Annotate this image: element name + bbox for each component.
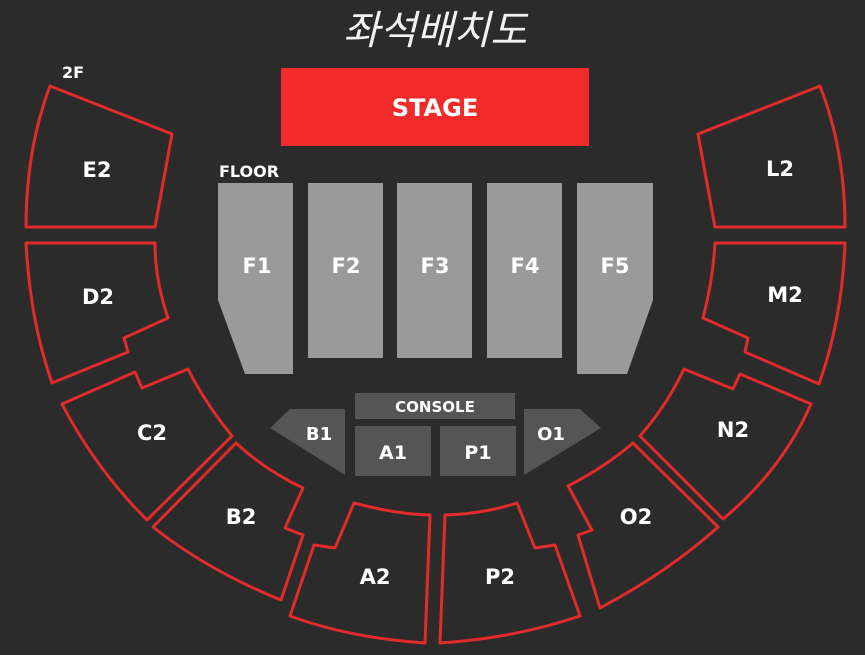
map-title: 좌석배치도 (343, 8, 529, 54)
section-m2[interactable] (701, 241, 847, 386)
section-a2[interactable] (288, 501, 432, 645)
section-m2-label: M2 (767, 283, 803, 307)
section-b2[interactable] (151, 441, 305, 602)
section-l2[interactable] (696, 84, 847, 229)
section-f3[interactable]: F3 (397, 183, 472, 358)
section-d2[interactable] (24, 241, 170, 385)
section-o1-label: O1 (537, 424, 565, 445)
section-a2-label: A2 (360, 565, 391, 589)
section-p1-label: P1 (464, 442, 491, 464)
section-e2[interactable] (24, 84, 174, 229)
section-f1-label: F1 (243, 254, 272, 278)
section-p2-label: P2 (485, 565, 515, 589)
stage: STAGE (281, 68, 589, 146)
section-c2-label: C2 (137, 421, 167, 445)
section-f5-label: F5 (601, 254, 630, 278)
section-l2-label: L2 (766, 157, 794, 181)
section-b2-label: B2 (226, 505, 257, 529)
console-label: CONSOLE (395, 398, 475, 416)
stage-block (281, 68, 589, 146)
section-a1[interactable]: A1 (355, 426, 431, 476)
section-f1[interactable]: F1 (218, 183, 293, 374)
console: CONSOLE (355, 393, 515, 419)
section-f3-label: F3 (421, 254, 450, 278)
section-n2-label: N2 (717, 418, 749, 442)
section-f4-label: F4 (511, 254, 540, 278)
section-f4[interactable]: F4 (487, 183, 562, 358)
stage-label: STAGE (392, 94, 478, 122)
section-p2[interactable] (438, 501, 582, 645)
section-f5[interactable]: F5 (577, 183, 653, 374)
section-f2-label: F2 (332, 254, 361, 278)
section-p1[interactable]: P1 (440, 426, 516, 476)
section-b1-label: B1 (306, 424, 332, 445)
floor-label: FLOOR (219, 162, 279, 181)
section-d2-label: D2 (82, 285, 114, 309)
level-label: 2F (62, 63, 84, 82)
section-e2-label: E2 (83, 158, 112, 182)
section-b1[interactable]: B1 (270, 409, 345, 475)
section-o2[interactable] (566, 441, 720, 610)
section-f2[interactable]: F2 (308, 183, 383, 358)
section-o2-label: O2 (620, 505, 652, 529)
section-o1[interactable]: O1 (524, 409, 601, 475)
section-c2[interactable] (60, 367, 234, 522)
section-n2[interactable] (638, 367, 813, 521)
section-a1-label: A1 (379, 442, 407, 464)
